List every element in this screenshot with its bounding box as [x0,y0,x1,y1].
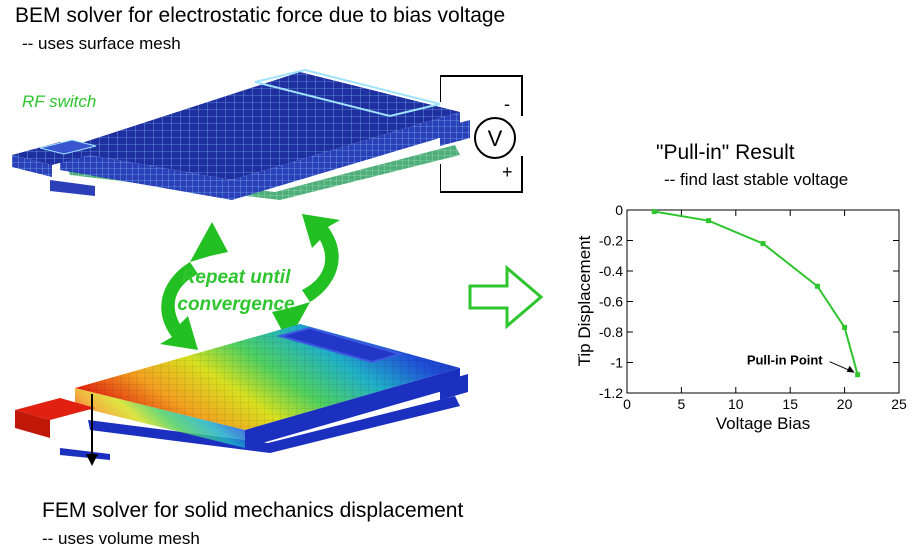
result-arrow [468,264,544,330]
bem-solver-title: BEM solver for electrostatic force due t… [15,4,506,27]
data-point [814,283,820,289]
x-tick-label: 5 [678,396,686,412]
data-point [651,209,657,215]
y-tick-label: -1.2 [599,385,623,401]
fem-bottom-electrode [88,396,460,453]
x-axis-ticks: 0 5 10 15 20 25 [623,210,907,412]
data-point [706,218,712,224]
loop-label-line2: convergence [177,294,295,315]
plate-front-side [60,150,232,200]
fem-plate-right [245,368,460,448]
y-tick-label: -0.4 [599,263,623,279]
data-point [760,241,766,247]
bem-solver-subtitle: -- uses surface mesh [22,34,181,53]
fem-right-anchor [440,374,468,400]
result-title: "Pull-in" Result [656,141,795,164]
result-subtitle: -- find last stable voltage [664,170,849,189]
voltage-symbol: V [488,126,503,151]
plate-right-side [232,112,460,200]
data-point [842,324,848,330]
data-point [855,372,861,378]
raised-bar [254,68,441,118]
displacement-arrow-head [86,454,98,466]
fem-anchor-pad [60,448,110,460]
y-tick-label: -0.2 [599,233,623,249]
loop-arrow-right-head [272,302,310,342]
minus-sign: - [504,94,510,114]
x-tick-label: 20 [837,396,853,412]
annotation-group: Pull-in Point [747,353,855,373]
x-tick-label: 0 [623,396,631,412]
y-tick-label: 0 [615,202,623,218]
x-axis-label: Voltage Bias [716,414,811,433]
y-tick-label: -1 [611,355,624,371]
series-group [651,209,861,378]
wire-bottom [440,156,523,193]
voltage-source-circuit: V - + [440,75,523,193]
y-axis-ticks: 0 -0.2 -0.4 -0.6 -0.8 -1 -1.2 [599,202,899,401]
right-anchor [440,120,470,146]
plate-top-surface [60,72,460,180]
x-tick-label: 15 [782,396,798,412]
fem-solver-title: FEM solver for solid mechanics displacem… [42,499,464,522]
voltage-source-circle [474,117,516,159]
fem-plate-front [75,388,245,448]
tab-side [12,155,52,177]
series-line [654,210,859,375]
wire-top [440,75,523,116]
volume-mesh-illustration [15,324,468,466]
rf-switch-label: RF switch [22,92,97,111]
fem-tab-top [15,398,95,420]
loop-label-line1: Repeat until [181,267,291,288]
y-tick-label: -0.6 [599,294,623,310]
loop-arrow-left-head [190,222,228,262]
tab-block [39,139,97,155]
plus-sign: + [502,162,513,182]
x-tick-label: 10 [728,396,744,412]
hollow-right-arrow [468,264,544,330]
y-axis-label: Tip Displacement [575,235,594,366]
fem-tab-side [15,410,50,438]
pull-in-chart: 0 5 10 15 20 25 0 -0.2 -0.4 -0.6 -0.8 -1 -1.2 Volta… [575,202,907,433]
surface-mesh-illustration [12,68,470,200]
anchor-pad [50,180,95,196]
fem-raised-bar [276,326,404,364]
annotation-arrowhead [846,365,855,373]
loop-arrows [160,214,340,350]
loop-arrow-right [302,214,340,302]
fem-solver-subtitle: -- uses volume mesh [42,529,200,548]
annotation-label: Pull-in Point [747,353,823,368]
y-tick-label: -0.8 [599,324,623,340]
x-tick-label: 25 [891,396,907,412]
loop-arrow-left [160,262,198,350]
loop-label: Repeat until convergence [156,264,316,318]
